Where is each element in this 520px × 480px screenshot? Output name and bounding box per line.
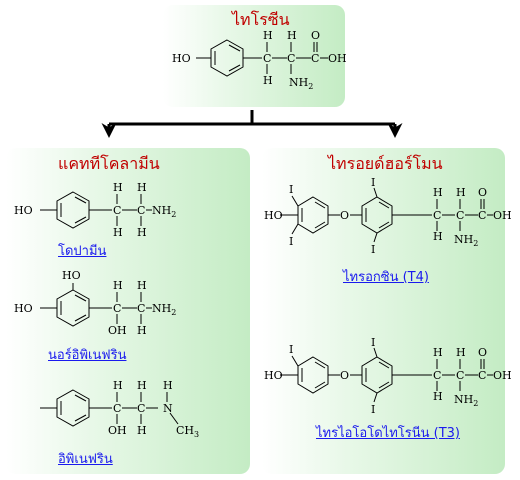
norepinephrine-c1: C bbox=[113, 302, 121, 315]
thyroxine-caption: ไทรอกซิน (T4) bbox=[343, 266, 429, 287]
triiodothyronine-caption-text: ไทรไอโอโดไทโรนีน (T3) bbox=[316, 426, 460, 441]
thyroxine-o2: O bbox=[478, 186, 487, 199]
thyroxine-c2: C bbox=[456, 209, 464, 222]
thyroxine-i1: I bbox=[289, 183, 293, 196]
catecholamine-panel bbox=[6, 148, 250, 474]
t3-i3: I bbox=[371, 403, 375, 416]
norepinephrine-nh2: NH2 bbox=[152, 302, 176, 317]
epinephrine-h4: H bbox=[137, 424, 147, 437]
tyrosine-c3: C bbox=[311, 52, 319, 65]
dopamine-nh2: NH2 bbox=[152, 204, 176, 219]
norepinephrine-caption: นอร์อิพิเนฟริน bbox=[48, 348, 127, 363]
t3-o2: O bbox=[478, 346, 487, 359]
epinephrine-h2: H bbox=[137, 379, 147, 392]
epinephrine-n: N bbox=[163, 402, 173, 415]
thyroxine-nh2: NH2 bbox=[454, 233, 478, 248]
dopamine-h4: H bbox=[137, 226, 147, 239]
triiodothyronine-structure bbox=[280, 347, 493, 403]
norepinephrine-h2: H bbox=[137, 279, 147, 292]
t3-ho: HO bbox=[264, 369, 283, 382]
thyroxine-structure bbox=[280, 187, 493, 243]
tyrosine-oh: OH bbox=[328, 52, 347, 65]
norepinephrine-structure bbox=[40, 283, 152, 327]
thyroxine-i3: I bbox=[371, 176, 375, 189]
t3-c2: C bbox=[456, 369, 464, 382]
dopamine-ho: HO bbox=[14, 204, 33, 217]
tyrosine-panel bbox=[163, 5, 345, 107]
epinephrine-oh: OH bbox=[108, 424, 127, 437]
norepinephrine-ho-top: HO bbox=[62, 269, 81, 282]
thyroxine-i4: I bbox=[371, 243, 375, 256]
t3-i2: I bbox=[371, 336, 375, 349]
thyroxine-oh: OH bbox=[493, 209, 512, 222]
tyrosine-h3: H bbox=[263, 74, 273, 87]
thyroid-hormone-title: ไทรอยด์ฮอร์โมน bbox=[328, 154, 443, 173]
tyrosine-ho: HO bbox=[172, 52, 191, 65]
tyrosine-structure bbox=[196, 39, 328, 77]
tyrosine-h2: H bbox=[287, 29, 297, 42]
dopamine-c1: C bbox=[113, 204, 121, 217]
t3-nh2: NH2 bbox=[454, 393, 478, 408]
thyroxine-h3: H bbox=[433, 230, 443, 243]
epinephrine-structure bbox=[40, 389, 179, 427]
catecholamine-title: แคททีโคลามีน bbox=[58, 154, 160, 173]
tyrosine-o: O bbox=[311, 29, 320, 42]
norepinephrine-oh: OH bbox=[108, 324, 127, 337]
t3-c1: C bbox=[433, 369, 441, 382]
t3-i1: I bbox=[289, 343, 293, 356]
thyroxine-caption-text: ไทรอกซิน (T4) bbox=[343, 270, 429, 285]
norepinephrine-c2: C bbox=[137, 302, 145, 315]
t3-oh: OH bbox=[493, 369, 512, 382]
dopamine-h1: H bbox=[113, 181, 123, 194]
tyrosine-title: ไทโรซีน bbox=[232, 10, 290, 29]
epinephrine-caption: อิพิเนฟริน bbox=[58, 452, 113, 467]
epinephrine-c1: C bbox=[113, 402, 121, 415]
thyroxine-h1: H bbox=[433, 186, 443, 199]
norepinephrine-ho: HO bbox=[14, 302, 33, 315]
dopamine-caption: โดปามีน bbox=[58, 244, 107, 259]
thyroxine-h2: H bbox=[456, 186, 466, 199]
tyrosine-c1: C bbox=[263, 52, 271, 65]
t3-h2: H bbox=[456, 346, 466, 359]
triiodothyronine-caption: ไทรไอโอโดไทโรนีน (T3) bbox=[316, 422, 460, 443]
t3-c3: C bbox=[478, 369, 486, 382]
thyroxine-i2: I bbox=[289, 235, 293, 248]
norepinephrine-h1: H bbox=[113, 279, 123, 292]
epinephrine-h3: H bbox=[163, 379, 173, 392]
norepinephrine-h3: H bbox=[137, 324, 147, 337]
t3-h3: H bbox=[433, 390, 443, 403]
thyroxine-c3: C bbox=[478, 209, 486, 222]
epinephrine-h1: H bbox=[113, 379, 123, 392]
dopamine-c2: C bbox=[137, 204, 145, 217]
thyroxine-ho: HO bbox=[264, 209, 283, 222]
thyroid-hormone-panel bbox=[262, 148, 505, 474]
branch-arrow bbox=[101, 110, 403, 138]
tyrosine-nh2: NH2 bbox=[289, 76, 313, 91]
epinephrine-ch3: CH3 bbox=[176, 424, 199, 439]
t3-h1: H bbox=[433, 346, 443, 359]
dopamine-h2: H bbox=[137, 181, 147, 194]
dopamine-h3: H bbox=[113, 226, 123, 239]
tyrosine-c2: C bbox=[287, 52, 295, 65]
thyroxine-c1: C bbox=[433, 209, 441, 222]
t3-o: O bbox=[340, 369, 349, 382]
epinephrine-c2: C bbox=[137, 402, 145, 415]
dopamine-structure bbox=[40, 191, 152, 229]
thyroxine-o: O bbox=[340, 209, 349, 222]
tyrosine-h1: H bbox=[263, 29, 273, 42]
